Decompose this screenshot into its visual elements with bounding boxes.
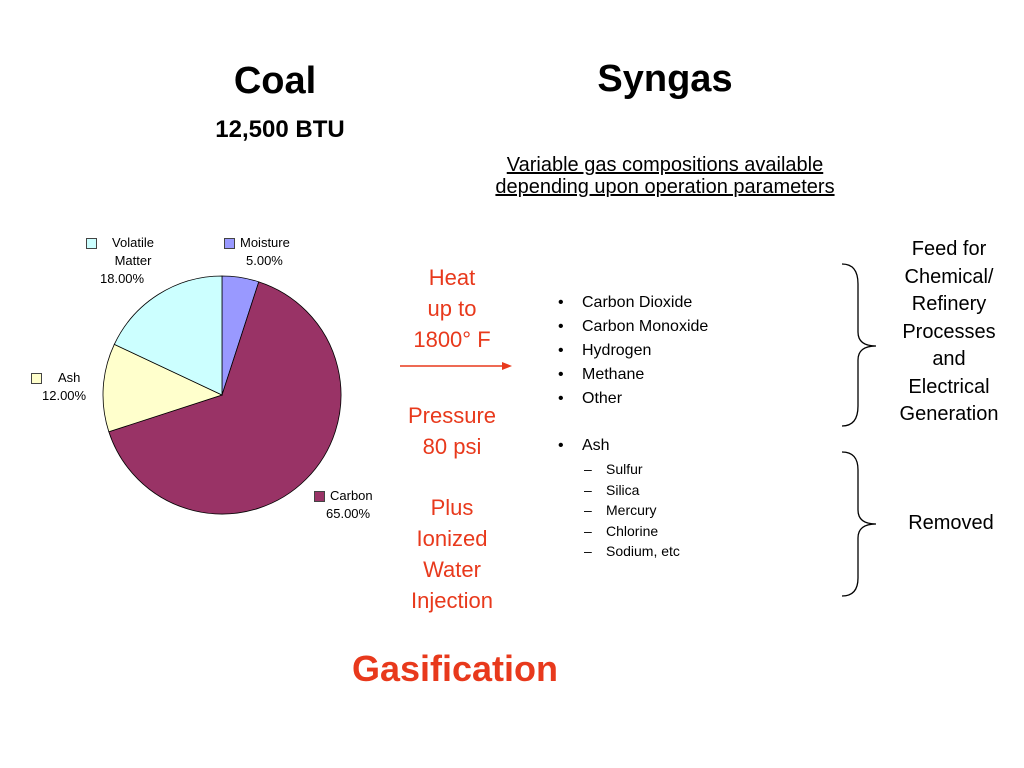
- coal-title: Coal: [233, 60, 317, 102]
- heat-line-3: 1800° F: [413, 327, 491, 352]
- gas-methane: Methane: [582, 366, 645, 383]
- pct-ash: 12.00%: [42, 388, 87, 403]
- pct-carbon: 65.00%: [326, 506, 371, 521]
- label-carbon: Carbon: [330, 488, 373, 503]
- plus-line-2: Ionized: [416, 526, 488, 551]
- right-brace-icon: [841, 263, 877, 427]
- list-item: •Carbon Monoxide: [558, 318, 709, 335]
- list-item: •Other: [558, 390, 623, 407]
- plus-line-3: Water: [423, 557, 481, 582]
- ash-silica: Silica: [606, 481, 640, 498]
- plus-line-1: Plus: [430, 495, 474, 520]
- pie-slice-carbon: [108, 281, 342, 515]
- process-arrow-icon: [400, 362, 512, 370]
- list-item: •Carbon Dioxide: [558, 294, 693, 311]
- feed-line-3: Refinery: [911, 293, 987, 315]
- pressure-line-2: 80 psi: [422, 434, 482, 459]
- list-item: •Methane: [558, 366, 645, 383]
- pie-svg: [102, 275, 342, 515]
- feed-line-5: and: [932, 348, 966, 370]
- heat-line-1: Heat: [428, 265, 476, 290]
- ash-list: •Ash: [556, 434, 610, 458]
- label-volatile: Volatile Matter: [112, 235, 154, 268]
- legend-swatch-ash: [31, 373, 42, 385]
- heat-line-2: up to: [427, 296, 477, 321]
- gas-carbon-monoxide: Carbon Monoxide: [582, 318, 709, 335]
- legend-ash: Ash 12.00%: [31, 369, 86, 405]
- plus-line-4: Injection: [411, 588, 493, 613]
- list-item: •Ash: [558, 437, 610, 454]
- syngas-title: Syngas: [597, 58, 733, 100]
- feed-line-6: Electrical: [908, 375, 990, 398]
- pct-moisture: 5.00%: [246, 253, 283, 268]
- label-moisture: Moisture: [240, 235, 290, 250]
- list-item: –Sodium, etc: [584, 543, 680, 559]
- legend-swatch-carbon: [314, 491, 325, 503]
- list-item: –Sulfur: [584, 461, 643, 477]
- gas-other: Other: [582, 390, 623, 407]
- list-item: –Mercury: [584, 502, 657, 518]
- ash-sodium: Sodium, etc: [606, 543, 680, 559]
- gasification-label: Gasification: [351, 648, 559, 689]
- gas-hydrogen: Hydrogen: [582, 342, 652, 359]
- pressure-line-1: Pressure: [407, 403, 497, 428]
- ash-label: Ash: [582, 437, 610, 454]
- list-item: –Silica: [584, 481, 640, 498]
- legend-volatile-matter: Volatile Matter 18.00%: [86, 234, 163, 288]
- legend-swatch-moisture: [224, 238, 235, 250]
- ash-sublist: –Sulfur –Silica –Mercury –Chlorine –Sodi…: [556, 459, 680, 562]
- list-item: •Hydrogen: [558, 342, 652, 359]
- legend-carbon: Carbon 65.00%: [314, 487, 373, 523]
- syngas-variable-note: Variable gas compositions available depe…: [495, 154, 835, 198]
- feed-line-2: Chemical/: [904, 265, 994, 288]
- pct-volatile: 18.00%: [100, 271, 145, 286]
- label-ash: Ash: [58, 370, 81, 385]
- ash-sulfur: Sulfur: [606, 461, 643, 477]
- ash-chlorine: Chlorine: [606, 522, 659, 539]
- feed-line-1: Feed for: [911, 238, 987, 260]
- coal-btu-value: 12,500 BTU: [215, 116, 345, 143]
- pie-slice-volatile-matter: [113, 275, 223, 396]
- pie-slice-ash: [102, 343, 224, 433]
- ash-mercury: Mercury: [606, 502, 657, 518]
- gas-carbon-dioxide: Carbon Dioxide: [582, 294, 693, 311]
- legend-swatch-volatile: [86, 238, 97, 250]
- feed-line-4: Processes: [902, 320, 996, 343]
- coal-composition-pie-chart: Volatile Matter 18.00% Moisture 5.00% As…: [0, 225, 390, 535]
- feed-line-7: Generation: [899, 403, 999, 425]
- gasification-conditions: Heat up to 1800° F Pressure 80 psi Plus …: [392, 262, 512, 616]
- list-item: –Chlorine: [584, 522, 659, 539]
- gas-list: •Carbon Dioxide •Carbon Monoxide •Hydrog…: [556, 291, 708, 411]
- feed-note: Feed for Chemical/ Refinery Processes an…: [888, 236, 1010, 429]
- removed-note: Removed: [908, 512, 994, 534]
- legend-moisture: Moisture 5.00%: [224, 234, 290, 270]
- right-brace-icon: [841, 451, 877, 597]
